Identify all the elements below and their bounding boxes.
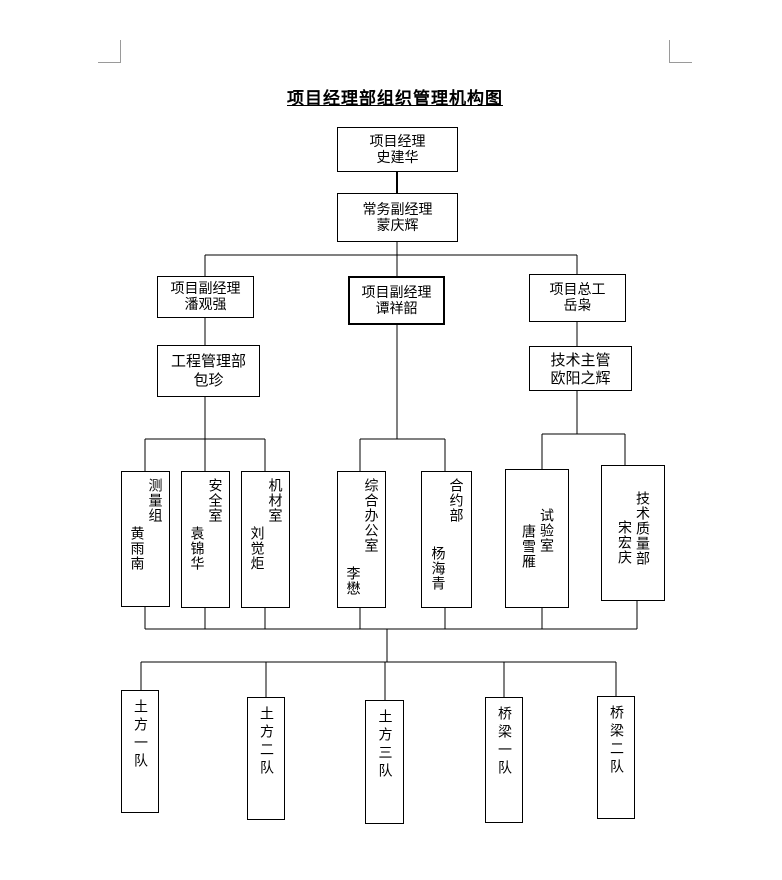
node-engineering-management: 工程管理部 包珍 <box>157 345 260 397</box>
department-person: 宋宏庆 <box>616 519 632 565</box>
page-corner-mark <box>98 40 121 63</box>
department-name: 试验室 <box>538 508 554 553</box>
node-person: 包珍 <box>193 371 224 389</box>
node-team: 土方三队 <box>365 700 404 824</box>
node-department: 机材室 刘觉炬 <box>241 471 290 608</box>
department-person: 唐雪雁 <box>520 524 536 569</box>
department-name: 技术质量部 <box>634 490 650 566</box>
node-deputy-manager-2: 项目副经理 谭祥韶 <box>348 276 445 325</box>
node-role: 项目副经理 <box>170 281 241 297</box>
node-role: 项目副经理 <box>361 284 432 301</box>
node-department: 合约部 杨海青 <box>421 471 472 608</box>
chart-title: 项目经理部组织管理机构图 <box>287 89 503 109</box>
department-person: 黄雨南 <box>128 526 145 571</box>
node-person: 岳枭 <box>563 298 592 314</box>
department-person: 刘觉炬 <box>248 526 265 571</box>
node-role: 工程管理部 <box>170 352 246 370</box>
department-name: 测量组 <box>146 478 163 523</box>
node-role: 项目经理 <box>369 133 426 150</box>
department-name: 综合办公室 <box>362 478 379 553</box>
node-deputy-manager-1: 项目副经理 潘观强 <box>157 276 254 318</box>
node-role: 常务副经理 <box>362 201 433 218</box>
node-department: 技术质量部 宋宏庆 <box>601 465 665 601</box>
node-chief-engineer: 项目总工 岳枭 <box>529 274 626 322</box>
node-department: 测量组 黄雨南 <box>121 471 170 607</box>
node-role: 技术主管 <box>550 350 611 369</box>
department-name: 安全室 <box>206 478 223 523</box>
node-technical-supervisor: 技术主管 欧阳之辉 <box>529 346 632 391</box>
node-person: 欧阳之辉 <box>550 368 611 387</box>
node-person: 谭祥韶 <box>375 300 418 317</box>
node-executive-deputy-manager: 常务副经理 蒙庆辉 <box>337 193 458 242</box>
node-person: 蒙庆辉 <box>376 217 419 234</box>
team-name: 土方二队 <box>258 706 274 778</box>
department-person: 袁锦华 <box>188 526 205 571</box>
node-person: 史建华 <box>376 149 419 166</box>
node-team: 桥梁二队 <box>597 696 635 819</box>
node-role: 项目总工 <box>549 282 606 298</box>
node-team: 桥梁一队 <box>485 697 523 823</box>
department-person: 李懋 <box>344 566 361 596</box>
node-department: 安全室 袁锦华 <box>181 471 230 608</box>
department-name: 机材室 <box>266 478 283 523</box>
node-department: 试验室 唐雪雁 <box>505 469 569 608</box>
node-team: 土方一队 <box>121 690 159 813</box>
team-name: 土方一队 <box>132 699 148 771</box>
node-team: 土方二队 <box>247 697 285 820</box>
team-name: 桥梁一队 <box>496 706 512 778</box>
team-name: 桥梁二队 <box>608 705 624 777</box>
team-name: 土方三队 <box>376 709 393 781</box>
page-corner-mark <box>669 40 692 63</box>
node-person: 潘观强 <box>184 297 227 313</box>
department-person: 杨海青 <box>429 546 446 591</box>
node-department: 综合办公室 李懋 <box>337 471 386 608</box>
node-project-manager: 项目经理 史建华 <box>337 127 458 172</box>
department-name: 合约部 <box>447 478 464 523</box>
